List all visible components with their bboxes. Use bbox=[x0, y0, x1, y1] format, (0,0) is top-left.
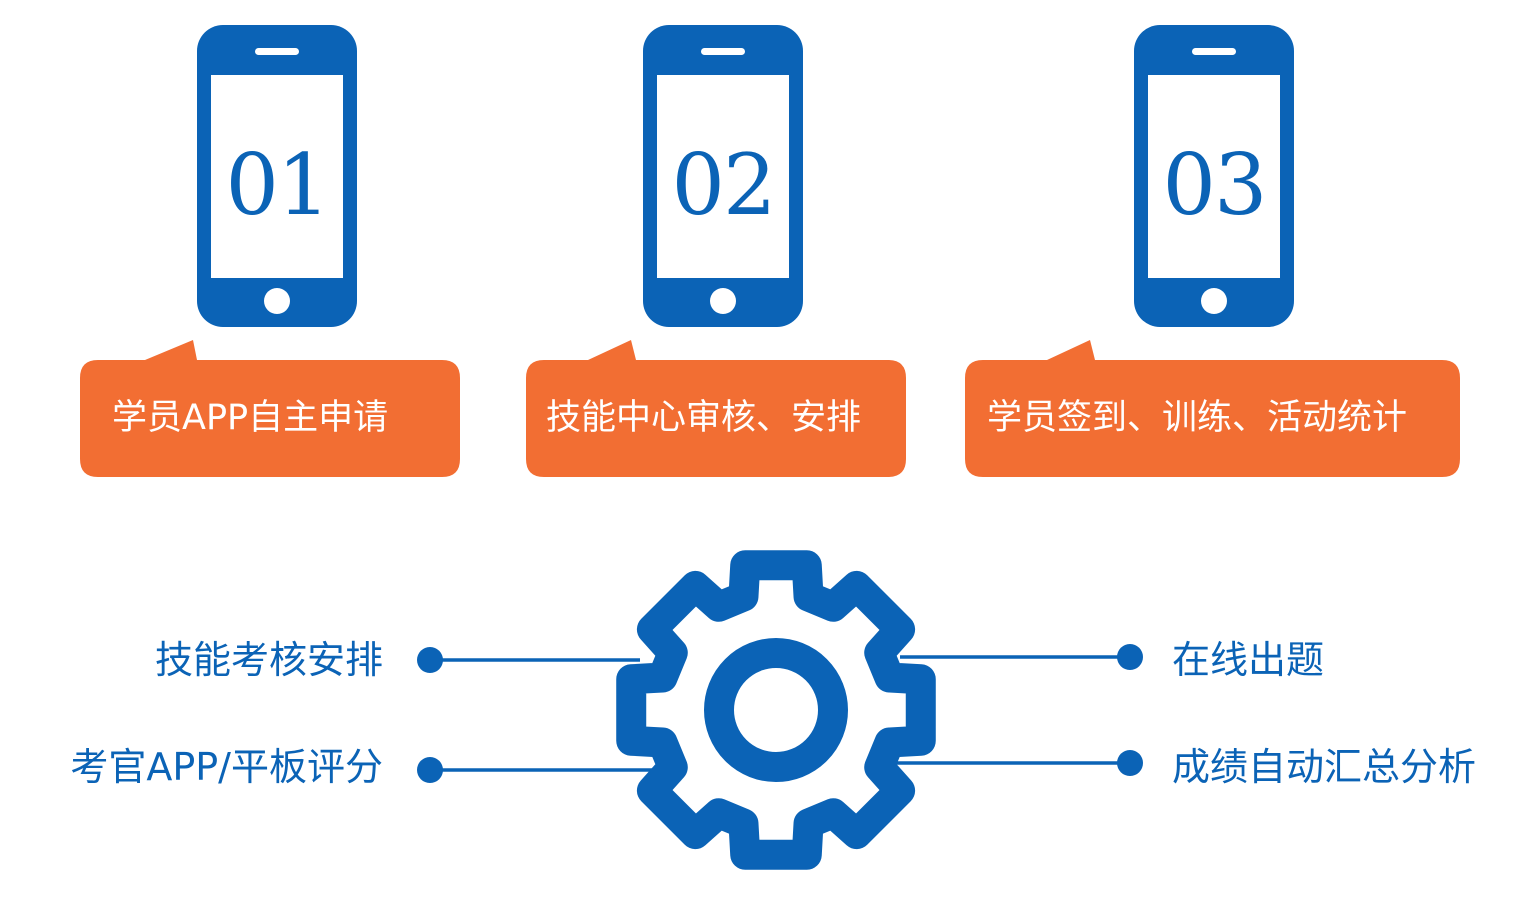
gear-icon bbox=[616, 550, 936, 870]
connector-dot bbox=[417, 647, 443, 673]
step-number: 01 bbox=[225, 136, 331, 234]
step-label: 学员签到、训练、活动统计 bbox=[987, 398, 1408, 438]
speech-bubble-shape bbox=[526, 340, 906, 477]
connector-right-bottom bbox=[895, 750, 1143, 776]
connector-dot bbox=[1117, 644, 1143, 670]
step-number: 03 bbox=[1162, 136, 1268, 234]
feature-right-top: 在线出题 bbox=[1172, 638, 1325, 682]
feature-left-top: 技能考核安排 bbox=[154, 638, 383, 682]
feature-right-bottom: 成绩自动汇总分析 bbox=[1172, 745, 1477, 789]
connector-left-top bbox=[417, 647, 640, 673]
step-label: 学员APP自主申请 bbox=[112, 398, 389, 438]
speech-bubble-step-03: 学员签到、训练、活动统计 bbox=[965, 340, 1460, 477]
connector-left-bottom bbox=[417, 757, 655, 783]
phone-step-02: 02 bbox=[643, 25, 803, 327]
smartphone-icon bbox=[1134, 25, 1294, 327]
speech-bubble-step-01: 学员APP自主申请 bbox=[80, 340, 460, 477]
smartphone-icon bbox=[197, 25, 357, 327]
step-label: 技能中心审核、安排 bbox=[546, 398, 862, 438]
smartphone-icon bbox=[643, 25, 803, 327]
speech-bubble-shape bbox=[965, 340, 1460, 477]
phone-step-03: 03 bbox=[1134, 25, 1294, 327]
feature-left-bottom: 考官APP/平板评分 bbox=[70, 745, 383, 789]
phone-step-01: 01 bbox=[197, 25, 357, 327]
speech-bubble-step-02: 技能中心审核、安排 bbox=[526, 340, 906, 477]
step-number: 02 bbox=[671, 136, 777, 234]
connector-dot bbox=[1117, 750, 1143, 776]
connector-dot bbox=[417, 757, 443, 783]
speech-bubble-shape bbox=[80, 340, 460, 477]
connector-right-top bbox=[900, 644, 1143, 670]
